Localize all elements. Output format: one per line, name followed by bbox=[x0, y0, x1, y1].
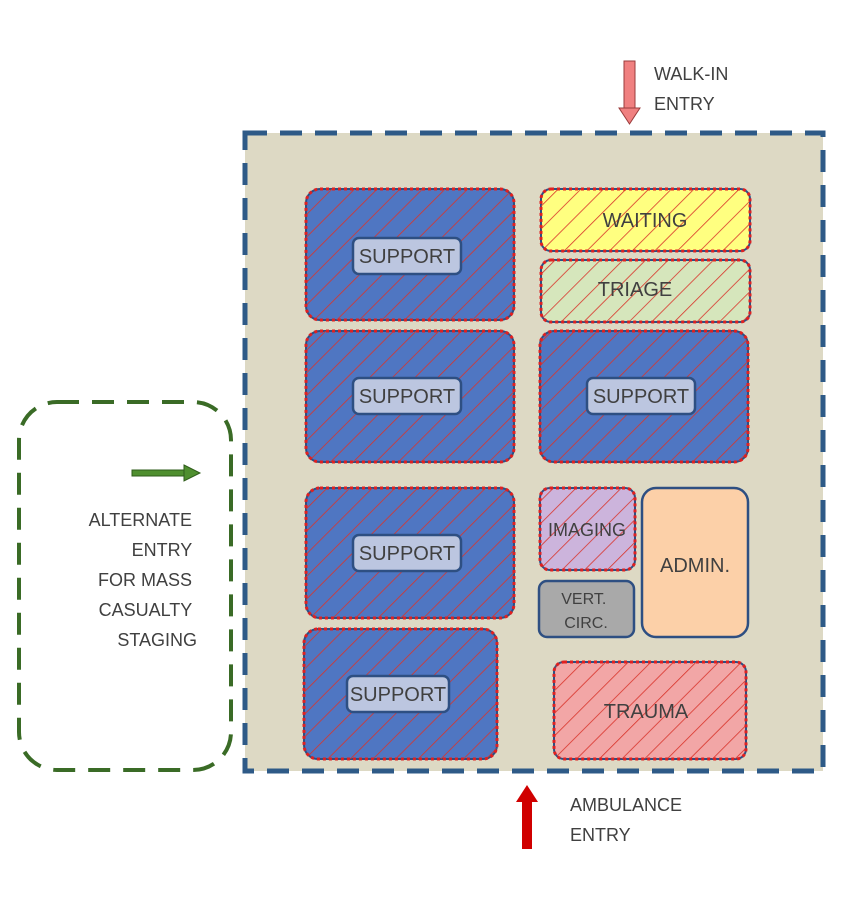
room-support-2: SUPPORT bbox=[304, 329, 516, 464]
room-support-1: SUPPORT bbox=[304, 187, 516, 322]
alternate-entry-arrow bbox=[131, 464, 202, 482]
room-trauma: TRAUMA bbox=[552, 660, 748, 761]
ambulance-line-1: AMBULANCE bbox=[570, 795, 682, 815]
room-imaging: IMAGING bbox=[538, 486, 637, 572]
room-support-4: SUPPORT bbox=[304, 486, 516, 620]
alternate-entry-line-2: ENTRY bbox=[132, 540, 193, 560]
room-support-3-label: SUPPORT bbox=[593, 386, 689, 408]
alternate-entry-zone bbox=[17, 400, 233, 772]
room-vert-circ-label: VERT. CIRC. bbox=[561, 591, 611, 632]
room-waiting-label: WAITING bbox=[603, 210, 688, 232]
room-admin: ADMIN. bbox=[640, 486, 750, 639]
walk-in-arrow bbox=[618, 60, 641, 125]
ambulance-entry-label: AMBULANCE ENTRY bbox=[570, 795, 687, 845]
alternate-entry-line-1: ALTERNATE bbox=[89, 510, 192, 530]
walk-in-line-1: WALK-IN bbox=[654, 64, 728, 84]
alternate-entry-line-3: FOR MASS bbox=[98, 570, 192, 590]
room-support-1-label: SUPPORT bbox=[359, 246, 455, 268]
room-support-5-label: SUPPORT bbox=[350, 684, 446, 706]
alternate-entry-label: ALTERNATE ENTRY FOR MASS CASUALTY STAGIN… bbox=[89, 510, 197, 650]
room-support-4-label: SUPPORT bbox=[359, 543, 455, 565]
room-triage-label: TRIAGE bbox=[598, 279, 672, 301]
vert-circ-line-1: VERT. bbox=[561, 591, 606, 608]
ambulance-arrow bbox=[516, 785, 538, 849]
room-triage: TRIAGE bbox=[539, 258, 752, 324]
alternate-entry-line-4: CASUALTY bbox=[99, 600, 193, 620]
room-trauma-label: TRAUMA bbox=[604, 701, 689, 723]
room-support-3: SUPPORT bbox=[538, 329, 750, 464]
room-admin-label: ADMIN. bbox=[660, 555, 730, 577]
room-support-5: SUPPORT bbox=[302, 627, 499, 761]
ambulance-line-2: ENTRY bbox=[570, 825, 631, 845]
room-support-2-label: SUPPORT bbox=[359, 386, 455, 408]
room-waiting: WAITING bbox=[539, 187, 752, 253]
room-imaging-label: IMAGING bbox=[548, 520, 626, 540]
alternate-entry-line-5: STAGING bbox=[117, 630, 197, 650]
walk-in-entry-label: WALK-IN ENTRY bbox=[654, 64, 733, 114]
room-vert-circ: VERT. CIRC. bbox=[537, 579, 636, 639]
walk-in-line-2: ENTRY bbox=[654, 94, 715, 114]
vert-circ-line-2: CIRC. bbox=[564, 615, 608, 632]
